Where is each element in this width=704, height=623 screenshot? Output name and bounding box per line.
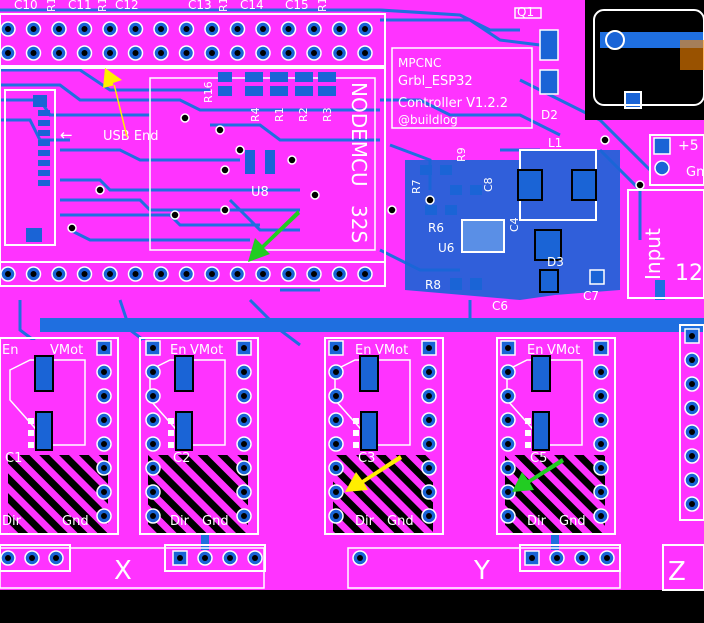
driver-dir-label: Dir — [355, 514, 375, 529]
yellow-arrow-icon — [103, 68, 128, 138]
header-label: C13 — [188, 0, 212, 12]
driver-gnd-label: Gnd — [559, 514, 586, 529]
silkscreen-text: C10 R1 C11 R1 C12 C13 R1 C14 C15 R1 ← US… — [14, 0, 704, 587]
header-label: C12 — [115, 0, 139, 12]
driver-en-label: En — [355, 343, 371, 358]
info-line4: @buildlog — [398, 113, 458, 127]
resistor-pads — [218, 72, 336, 174]
driver-cap-label: C3 — [358, 451, 375, 466]
header-label: R1 — [217, 0, 230, 12]
resistor-label: R1 — [273, 107, 286, 122]
c4-label: C4 — [508, 217, 521, 232]
header-label: C14 — [240, 0, 264, 12]
r9-label: R9 — [455, 147, 468, 162]
d2-label: D2 — [541, 108, 558, 122]
r7-label: R7 — [410, 179, 423, 194]
u8-label: U8 — [251, 185, 269, 200]
header-label: C10 — [14, 0, 38, 12]
driver-dir-label: Dir — [2, 514, 22, 529]
driver-dir-label: Dir — [170, 514, 190, 529]
u6-label: U6 — [438, 241, 454, 255]
driver-en-label: En — [2, 343, 18, 358]
header-label: R1 — [45, 0, 58, 12]
resistor-label: R3 — [321, 107, 334, 122]
header-label: R1 — [316, 0, 329, 12]
annotation-arrows — [103, 68, 564, 492]
top-header — [0, 13, 386, 67]
driver-vmot-label: VMot — [190, 343, 223, 358]
nodemcu-model-label: 32S — [347, 205, 371, 243]
driver-en-label: En — [527, 343, 543, 358]
stepper-driver-2 — [139, 337, 259, 535]
axis-z-label: Z — [668, 557, 686, 587]
driver-gnd-label: Gnd — [202, 514, 229, 529]
driver-vmot-label: VMot — [50, 343, 83, 358]
c7-label: C7 — [583, 289, 599, 303]
green-arrow-icon — [512, 458, 564, 492]
driver-gnd-label: Gnd — [387, 514, 414, 529]
resistor-label: R16 — [202, 81, 215, 103]
axis-connectors — [0, 544, 704, 591]
driver-cap-label: C5 — [530, 451, 547, 466]
plus5-label: +5 — [678, 138, 699, 154]
stepper-driver-3 — [324, 337, 444, 535]
driver-dir-label: Dir — [527, 514, 547, 529]
driver-vmot-label: VMot — [375, 343, 408, 358]
driver-cap-label: C1 — [5, 451, 22, 466]
driver-cap-label: C2 — [173, 451, 190, 466]
green-arrow-icon — [248, 210, 300, 262]
stepper-driver-4 — [496, 337, 616, 535]
axis-y-label: Y — [473, 556, 490, 586]
usb-end-label: USB End — [103, 129, 159, 144]
yellow-arrow-icon — [345, 455, 402, 492]
d3-label: D3 — [547, 255, 564, 269]
header-label: R1 — [96, 0, 109, 12]
resistor-label: R4 — [249, 107, 262, 122]
board-edge — [0, 590, 704, 623]
info-line2: Grbl_ESP32 — [398, 74, 473, 89]
c8-label: C8 — [482, 177, 495, 192]
input-label: Input — [641, 228, 665, 280]
info-line3: Controller V1.2.2 — [398, 96, 508, 111]
voltage-label: 12 — [675, 261, 703, 286]
q1-label: Q1 — [517, 5, 534, 19]
r8-label: R8 — [425, 278, 441, 292]
resistor-label: R2 — [297, 107, 310, 122]
usb-arrow: ← — [60, 126, 73, 144]
header-label: C15 — [285, 0, 309, 12]
trace-group — [0, 8, 652, 347]
driver-vmot-label: VMot — [547, 343, 580, 358]
nodemcu-outline — [0, 67, 386, 287]
c6-label: C6 — [492, 299, 508, 313]
info-line1: MPCNC — [398, 56, 441, 70]
driver-en-label: En — [170, 343, 186, 358]
r6-label: R6 — [428, 221, 444, 235]
power-input — [627, 134, 704, 299]
regulator-parts — [420, 7, 605, 293]
stepper-driver-1 — [0, 337, 119, 535]
axis-x-label: X — [114, 556, 132, 586]
l1-label: L1 — [548, 136, 562, 150]
header-label: C11 — [68, 0, 92, 12]
driver-gnd-label: Gnd — [62, 514, 89, 529]
usb-connector-pads — [26, 95, 50, 242]
nodemcu-label: NODEMCU — [347, 82, 371, 187]
gnd-power-label: Gn — [686, 165, 704, 180]
